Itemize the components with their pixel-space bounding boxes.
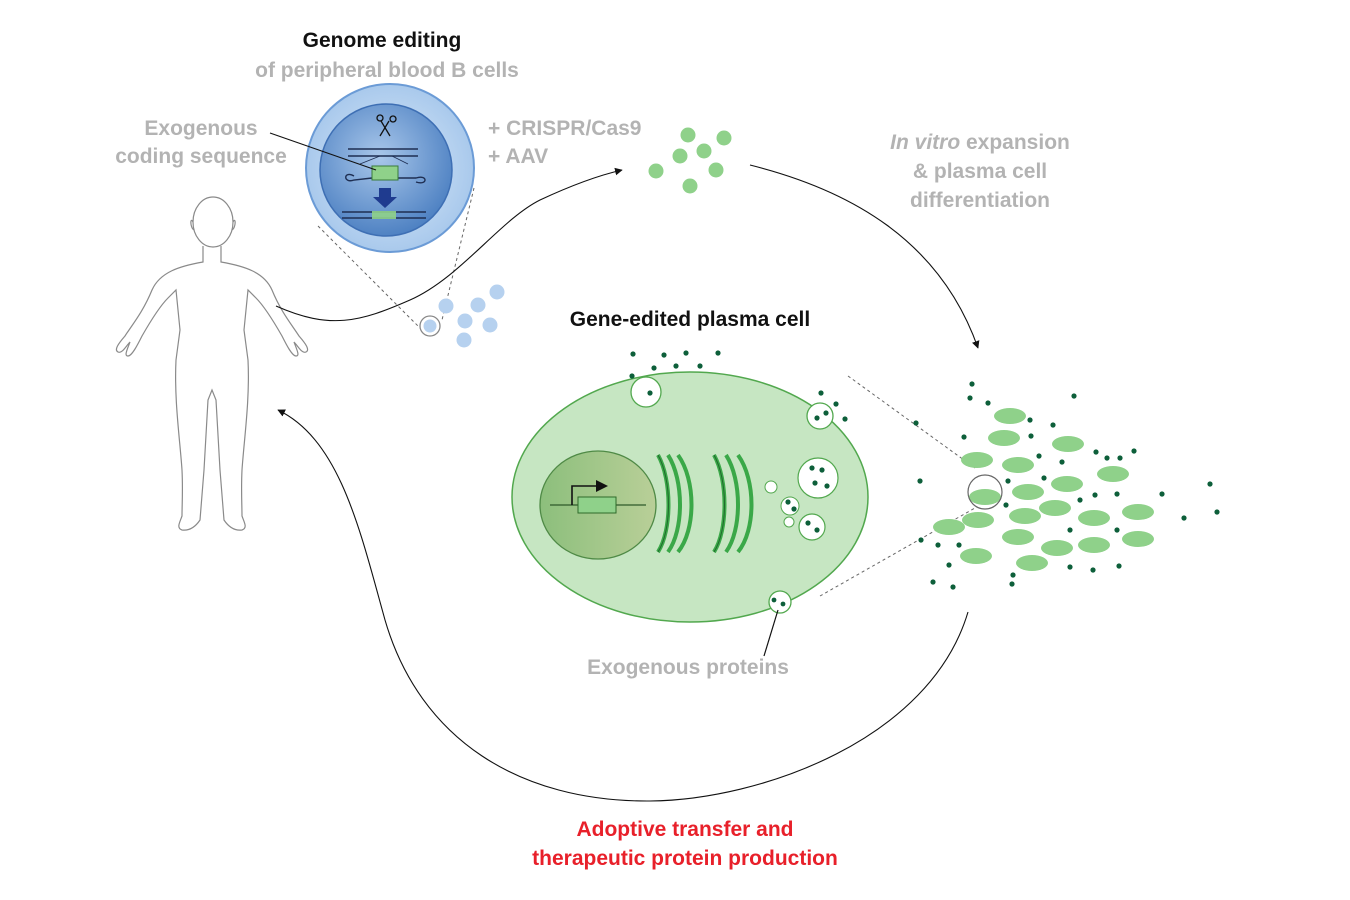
plasma-cell-diagram bbox=[511, 371, 976, 657]
edited-b-cells bbox=[648, 127, 732, 194]
human-figure-icon bbox=[115, 196, 309, 531]
scissors-icon bbox=[376, 114, 397, 137]
exogenous-gene-box bbox=[577, 496, 617, 514]
expanded-protein-dots bbox=[913, 381, 1220, 590]
exogenous-proteins-label: Exogenous proteins bbox=[587, 656, 789, 679]
b-cell-diagram bbox=[269, 83, 475, 331]
arrow-adoptive-transfer bbox=[277, 409, 969, 802]
peripheral-b-cells bbox=[419, 284, 505, 348]
crispr-aav-label: + CRISPR/Cas9 + AAV bbox=[488, 117, 642, 168]
genome-editing-title: Genome editing bbox=[302, 29, 462, 52]
exogenous-coding-label: Exogenous coding sequence bbox=[115, 117, 287, 168]
in-vitro-expansion-label: In vitro expansion & plasma cell differe… bbox=[890, 131, 1070, 212]
arrow-to-expansion bbox=[749, 164, 980, 349]
zoom-cell-outline bbox=[967, 474, 1003, 510]
transcription-arrow-icon bbox=[571, 480, 608, 505]
adoptive-transfer-label: Adoptive transfer and therapeutic protei… bbox=[532, 818, 838, 870]
down-arrow-icon bbox=[373, 188, 397, 208]
exogenous-gene-box bbox=[371, 165, 399, 181]
genome-editing-subtitle: of peripheral blood B cells bbox=[255, 59, 519, 82]
arrow-to-editing bbox=[275, 167, 623, 322]
plasma-cell-title: Gene-edited plasma cell bbox=[569, 308, 811, 331]
exogenous-protein-dots bbox=[629, 350, 848, 607]
expanded-plasma-cells bbox=[933, 408, 1154, 571]
